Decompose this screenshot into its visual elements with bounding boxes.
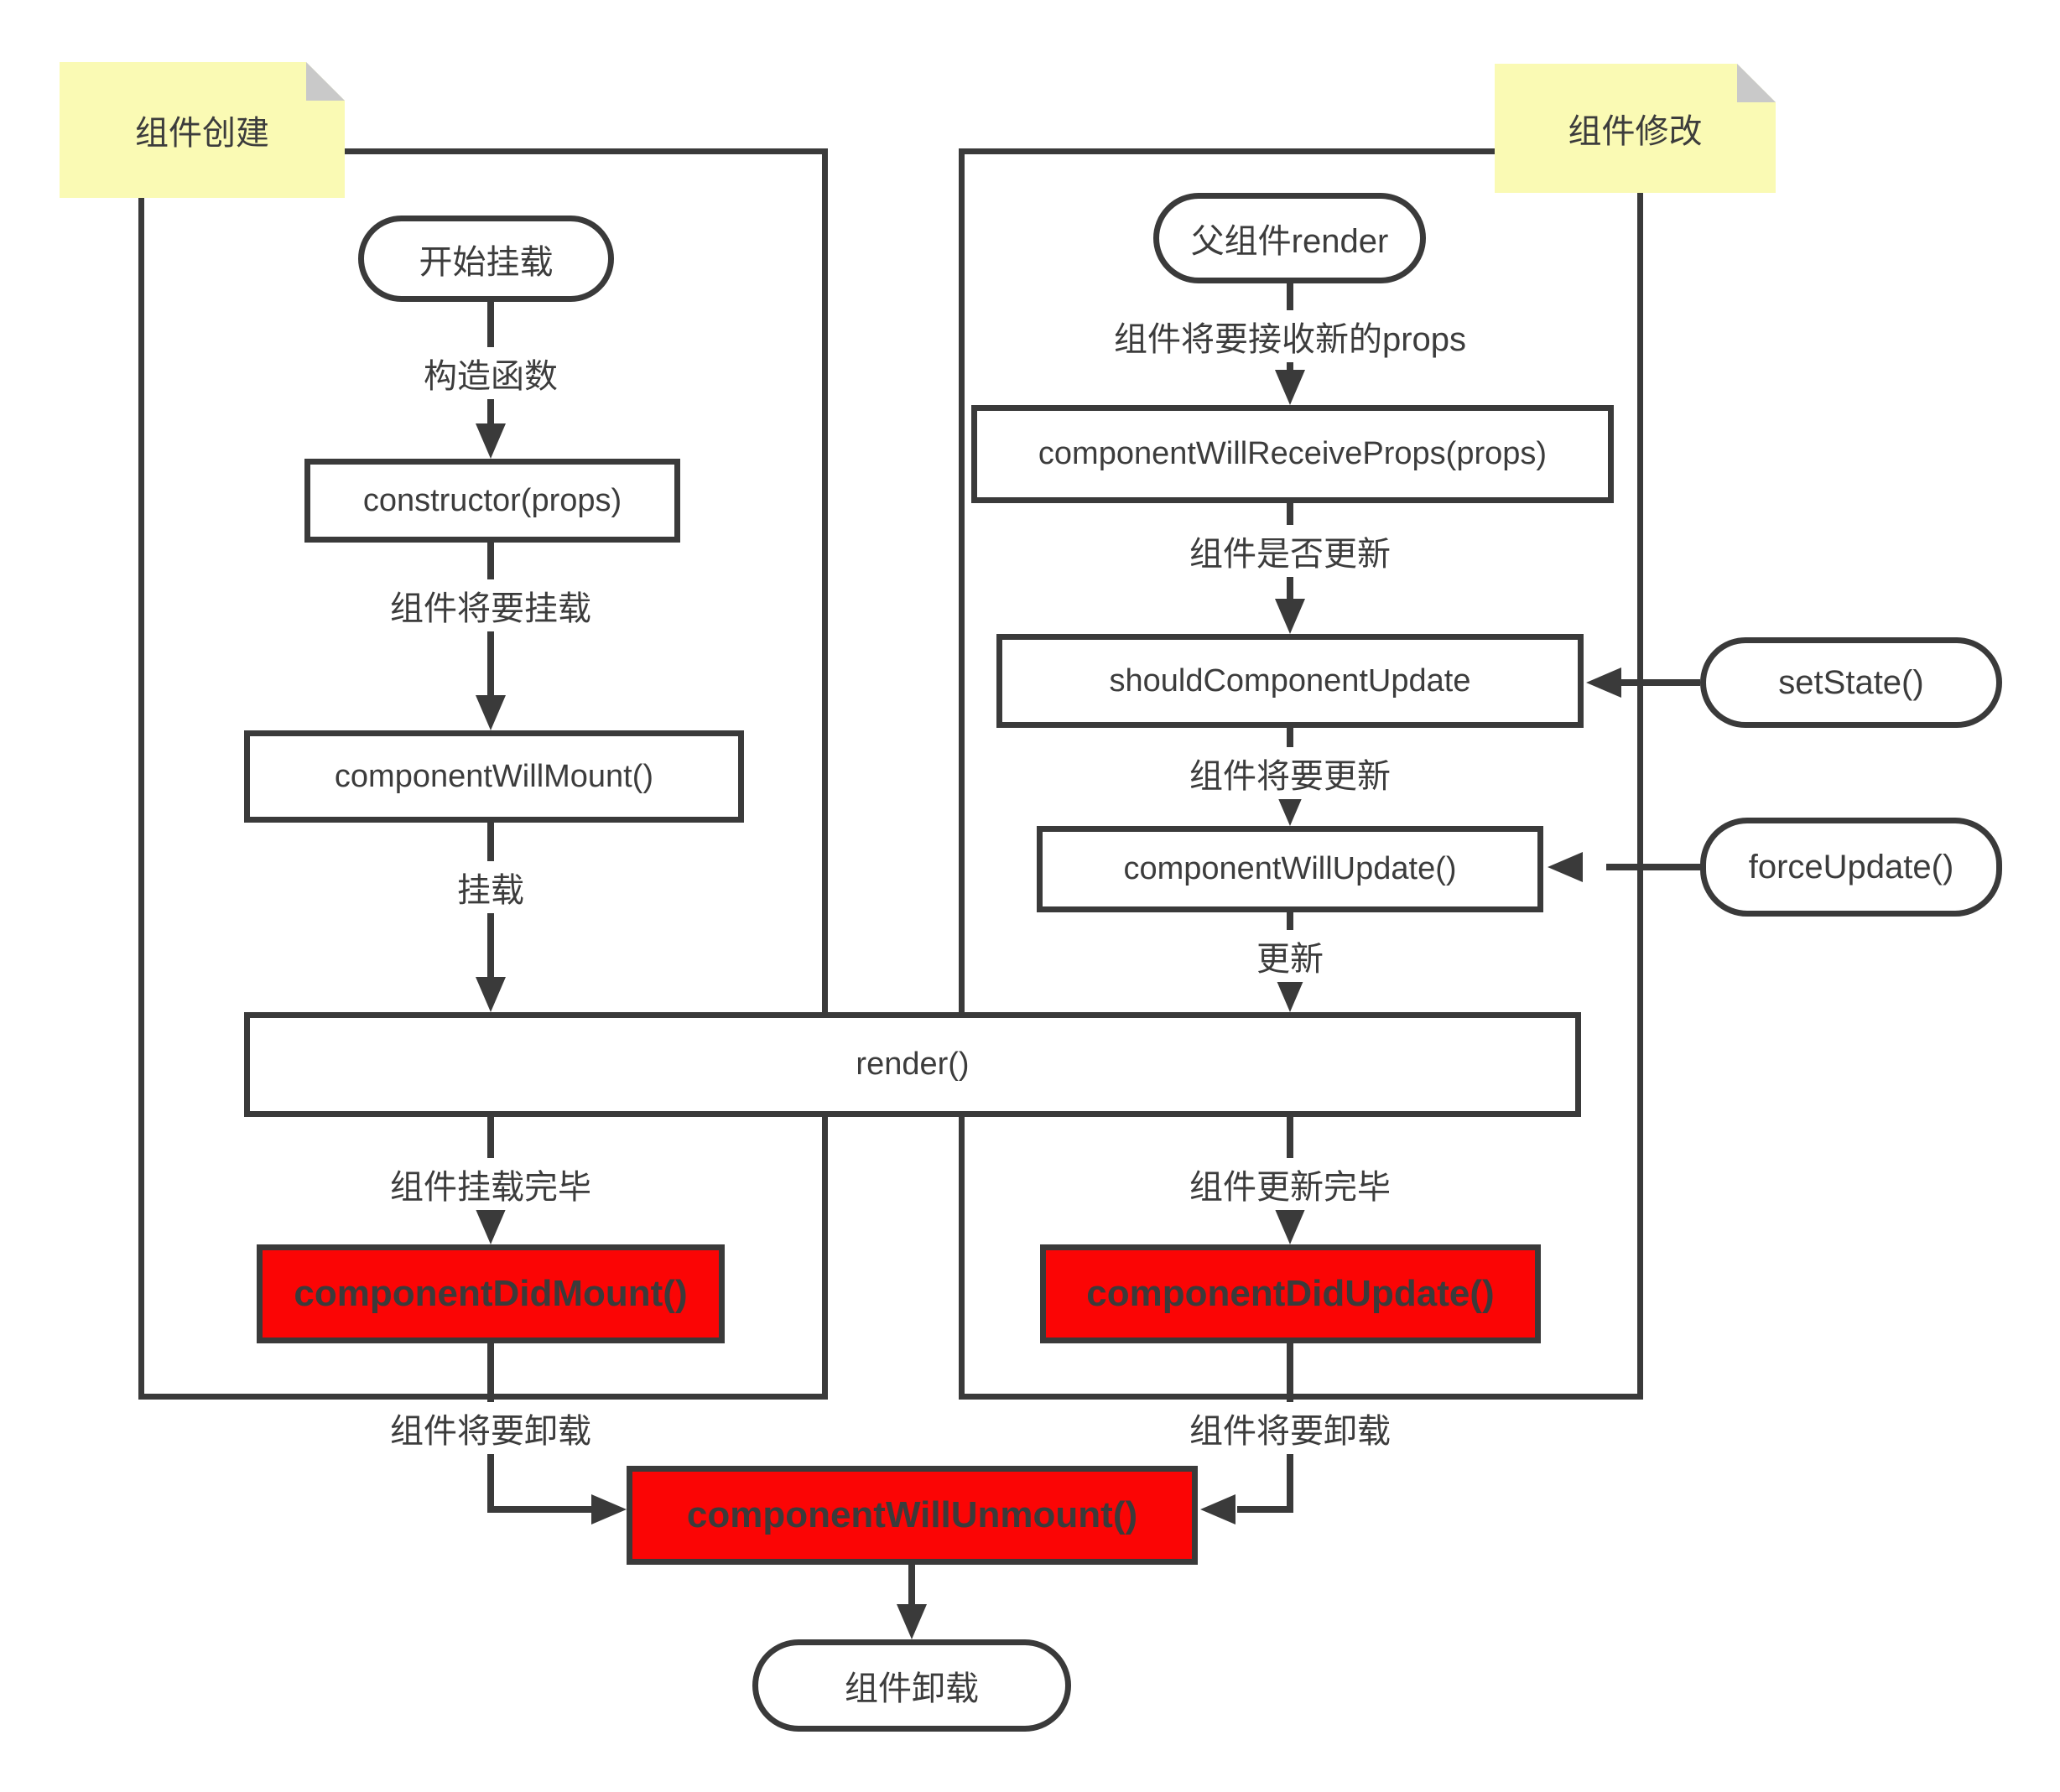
- arrow-left-icon: [1200, 1494, 1235, 1524]
- flow-line: [1615, 679, 1700, 686]
- arrow-down-icon: [1275, 370, 1305, 405]
- flow-line: [1237, 1506, 1293, 1513]
- creation-group-frame: [138, 148, 828, 1400]
- arrow-down-icon: [1275, 599, 1305, 634]
- note-fold-icon: [1737, 64, 1776, 102]
- flow-line: [487, 1506, 596, 1513]
- arrow-left-icon: [1548, 852, 1583, 882]
- node-component-unmount: 组件卸载: [752, 1639, 1071, 1732]
- edge-label-will-unmount-left: 组件将要卸载: [382, 1402, 600, 1454]
- sticky-note-modification: 组件修改: [1495, 64, 1776, 193]
- modification-group-frame: [959, 148, 1643, 1400]
- arrow-down-icon: [1275, 977, 1305, 1012]
- node-parent-render: 父组件render: [1153, 193, 1426, 283]
- edge-label-will-update: 组件将要更新: [1181, 747, 1399, 799]
- node-force-update: forceUpdate(): [1700, 818, 2002, 917]
- node-component-will-receive-props: componentWillReceiveProps(props): [971, 405, 1614, 503]
- node-component-will-update: componentWillUpdate(): [1037, 826, 1543, 912]
- flow-line: [908, 1563, 915, 1609]
- edge-label-constructor: 构造函数: [415, 347, 566, 399]
- arrow-down-icon: [476, 695, 506, 730]
- node-start-mount: 开始挂载: [358, 216, 614, 302]
- arrow-left-icon: [1586, 667, 1621, 698]
- edge-label-mounted: 组件挂载完毕: [382, 1158, 600, 1210]
- edge-label-new-props: 组件将要接收新的props: [1105, 310, 1475, 362]
- arrow-down-icon: [476, 1209, 506, 1244]
- edge-label-updated: 组件更新完毕: [1181, 1158, 1399, 1210]
- edge-label-mount: 挂载: [449, 861, 533, 913]
- arrow-down-icon: [897, 1604, 927, 1639]
- arrow-down-icon: [476, 423, 506, 459]
- node-render: render(): [244, 1012, 1581, 1117]
- edge-label-will-mount: 组件将要挂载: [382, 579, 600, 631]
- node-set-state: setState(): [1700, 637, 2002, 728]
- flow-line: [1606, 864, 1700, 870]
- node-constructor: constructor(props): [304, 459, 680, 543]
- note-fold-icon: [306, 62, 345, 101]
- sticky-note-creation: 组件创建: [60, 62, 345, 198]
- arrow-down-icon: [1275, 1209, 1305, 1244]
- edge-label-should-update: 组件是否更新: [1181, 525, 1399, 577]
- node-component-did-mount: componentDidMount(): [257, 1244, 725, 1343]
- arrow-right-icon: [591, 1494, 627, 1524]
- node-component-did-update: componentDidUpdate(): [1040, 1244, 1541, 1343]
- arrow-down-icon: [476, 977, 506, 1012]
- node-component-will-mount: componentWillMount(): [244, 730, 744, 823]
- edge-label-update: 更新: [1248, 930, 1332, 982]
- node-component-will-unmount: componentWillUnmount(): [627, 1466, 1198, 1565]
- node-should-component-update: shouldComponentUpdate: [996, 634, 1584, 728]
- edge-label-will-unmount-right: 组件将要卸载: [1181, 1402, 1399, 1454]
